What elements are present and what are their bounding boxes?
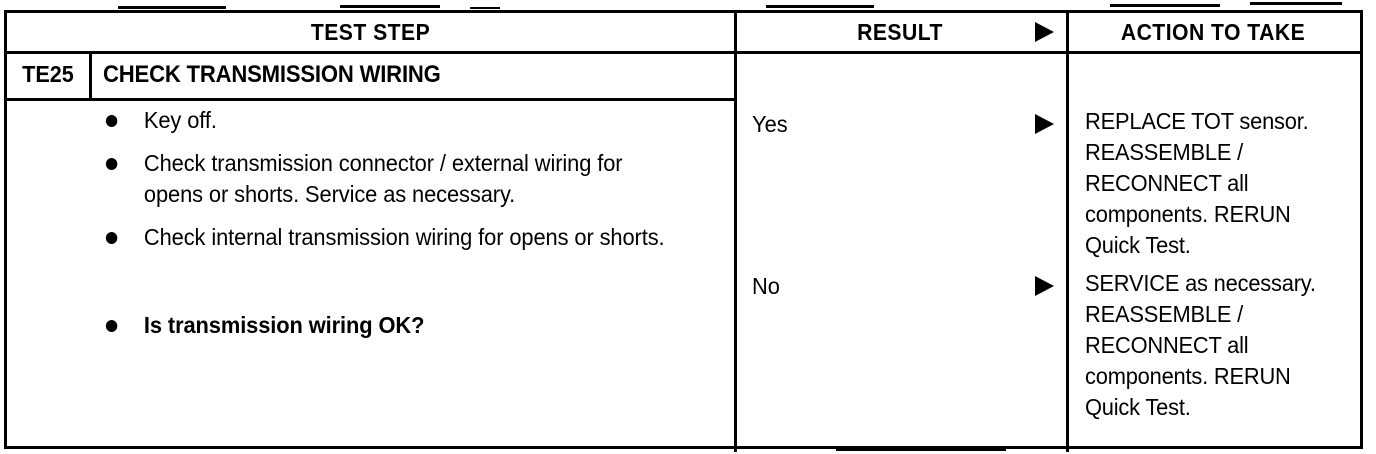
test-step-procedure-list: Key off. Check transmission connector / … (104, 105, 704, 341)
step-title-divider (7, 98, 734, 101)
header-action-to-take: ACTION TO TAKE (1120, 18, 1306, 45)
scan-artifact (470, 7, 500, 9)
step-id-divider (89, 51, 92, 98)
step-title: CHECK TRANSMISSION WIRING (103, 60, 441, 88)
step-id-badge: TE25 (22, 61, 74, 87)
list-item: Check transmission connector / external … (104, 148, 674, 210)
scan-artifact (1250, 2, 1342, 5)
list-item-text: Key off. (143, 107, 217, 133)
header-divider (7, 51, 1360, 54)
header-result: RESULT (857, 18, 943, 45)
list-item-text: Check internal transmission wiring for o… (143, 224, 665, 250)
result-value-no: No (752, 273, 780, 299)
result-column-divider (1066, 13, 1069, 452)
scan-artifact (836, 447, 1006, 451)
list-item: Key off. (104, 105, 674, 136)
bullet-dot-icon (105, 320, 118, 332)
table-header-row: TEST STEP RESULT ACTION TO TAKE (7, 13, 1360, 51)
bullet-dot-icon (105, 158, 118, 170)
scan-artifact (118, 6, 226, 9)
right-triangle-icon (1035, 276, 1054, 296)
header-test-step: TEST STEP (310, 18, 431, 45)
test-step-column-divider (734, 13, 737, 452)
diagnostic-table: TEST STEP RESULT ACTION TO TAKE TE25 CHE… (4, 10, 1363, 452)
scan-artifact (340, 5, 440, 8)
action-text-no: SERVICE as necessary. REASSEMBLE / RECON… (1085, 270, 1316, 420)
list-item-text: Check transmission connector / external … (143, 150, 623, 207)
scan-artifact (766, 5, 874, 8)
right-triangle-icon (1035, 22, 1054, 42)
list-item: Check internal transmission wiring for o… (104, 222, 674, 253)
result-value-yes: Yes (752, 111, 788, 137)
list-item-question: Is transmission wiring OK? (104, 310, 674, 341)
action-text-yes: REPLACE TOT sensor. REASSEMBLE / RECONNE… (1085, 108, 1309, 258)
scan-artifact (1110, 4, 1220, 7)
list-item-text: Is transmission wiring OK? (143, 312, 425, 338)
right-triangle-icon (1035, 114, 1054, 134)
bullet-dot-icon (105, 232, 118, 244)
bullet-dot-icon (105, 115, 118, 127)
